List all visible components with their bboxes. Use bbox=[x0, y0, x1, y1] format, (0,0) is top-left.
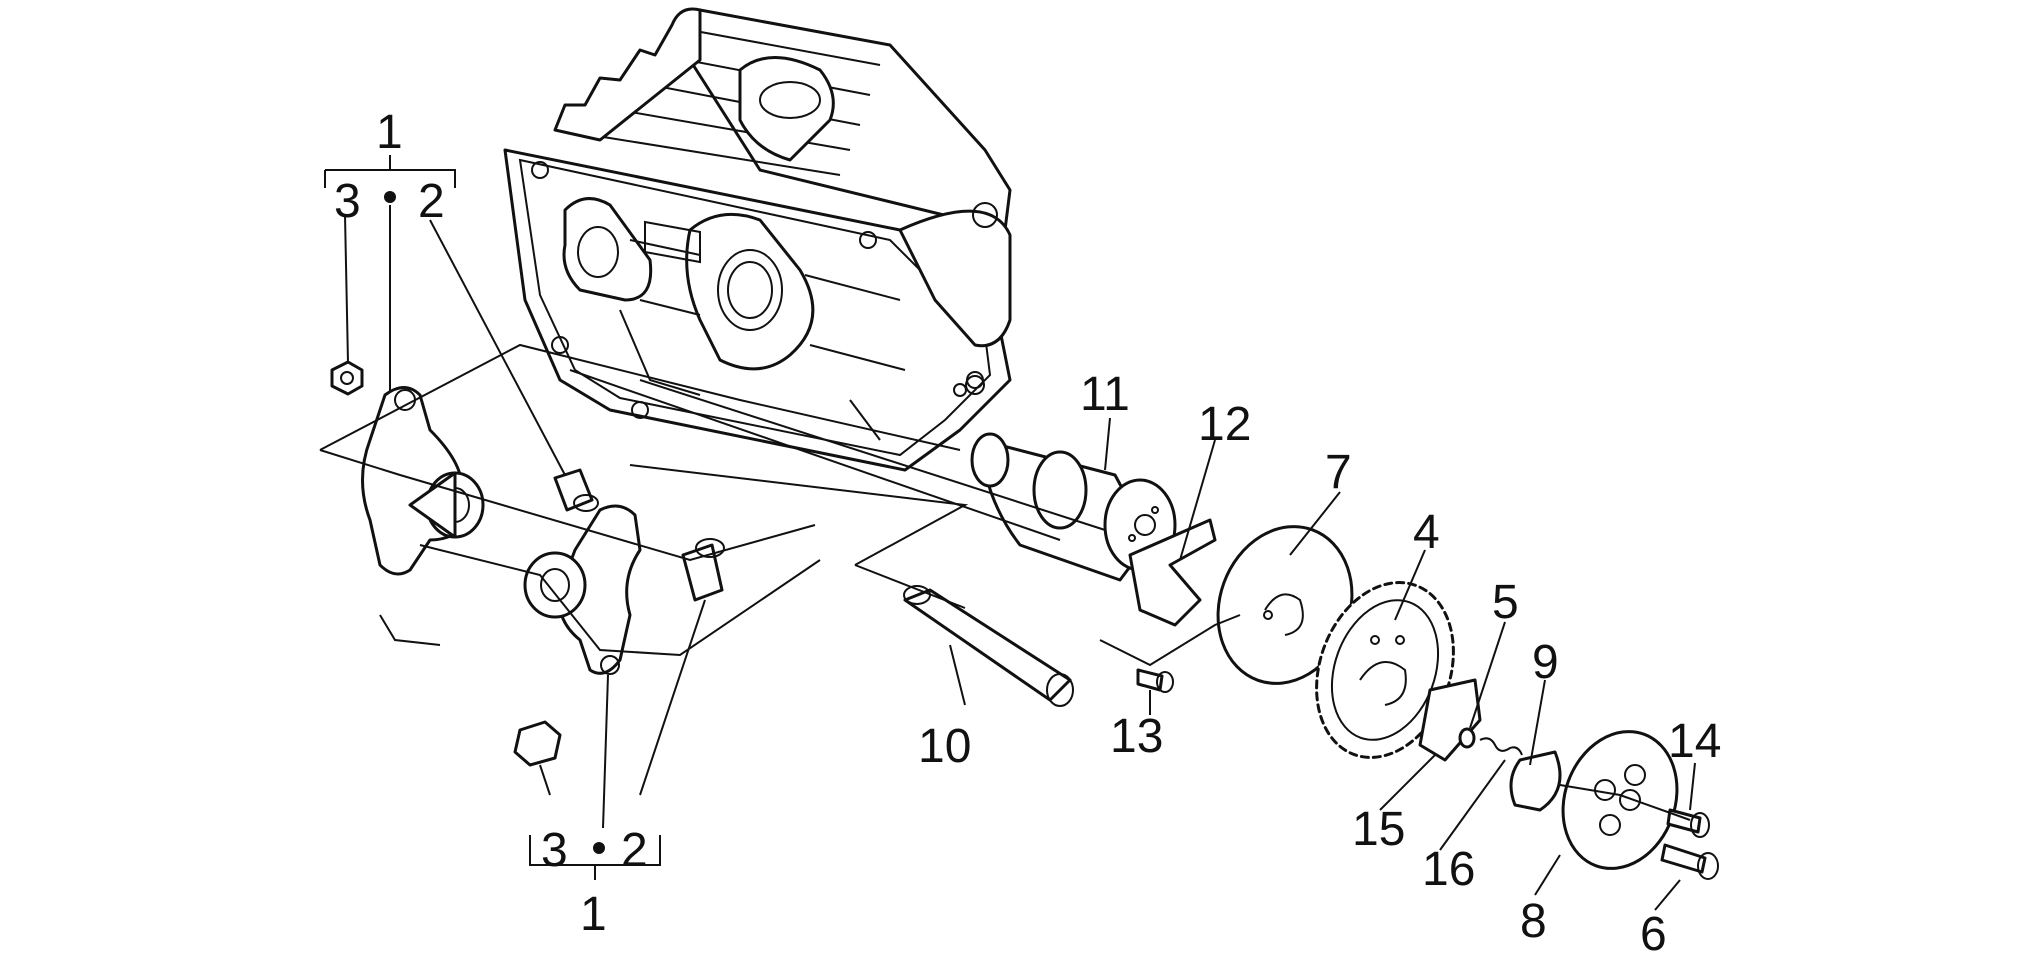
callout-10: 10 bbox=[918, 720, 971, 773]
callout-3-top: 3 bbox=[334, 175, 361, 228]
leader-lines bbox=[324, 155, 1696, 911]
nut-lower bbox=[513, 720, 562, 767]
callout-9: 9 bbox=[1532, 636, 1559, 689]
assembly-dot-bottom bbox=[593, 842, 605, 854]
retaining-plate bbox=[1128, 518, 1217, 627]
callout-14: 14 bbox=[1668, 715, 1721, 768]
callout-15: 15 bbox=[1352, 803, 1405, 856]
screw-lower bbox=[681, 538, 725, 602]
callout-4: 4 bbox=[1413, 506, 1440, 559]
callout-11: 11 bbox=[1080, 368, 1130, 421]
bolt-6 bbox=[1660, 843, 1719, 880]
callout-7: 7 bbox=[1325, 446, 1352, 499]
callout-2-bottom: 2 bbox=[621, 824, 648, 877]
callout-3-bottom: 3 bbox=[541, 824, 568, 877]
assembly-dot-top bbox=[384, 191, 396, 203]
callout-6: 6 bbox=[1640, 908, 1667, 953]
bush bbox=[1509, 750, 1562, 812]
cylinder-head bbox=[503, 7, 1012, 472]
callout-1-top: 1 bbox=[376, 106, 403, 159]
nut-upper bbox=[330, 360, 364, 396]
rocker-arm-lower bbox=[523, 504, 642, 675]
centrifugal-weight bbox=[1418, 678, 1482, 762]
bolt-13 bbox=[1136, 668, 1174, 693]
callout-2-top: 2 bbox=[418, 175, 445, 228]
spring bbox=[1458, 727, 1523, 756]
callout-5: 5 bbox=[1492, 576, 1519, 629]
callout-12: 12 bbox=[1198, 398, 1251, 451]
assembly-lines bbox=[319, 343, 1691, 821]
screw-upper bbox=[553, 468, 599, 512]
rocker-shaft bbox=[903, 585, 1074, 707]
sprocket-cover bbox=[1561, 730, 1679, 870]
callout-1-bottom: 1 bbox=[580, 888, 607, 941]
callout-13: 13 bbox=[1110, 710, 1163, 763]
callout-16: 16 bbox=[1422, 843, 1475, 896]
cam-sprocket bbox=[1315, 581, 1455, 759]
callout-8: 8 bbox=[1520, 895, 1547, 948]
callout-labels: 1 3 2 11 12 7 4 5 9 14 10 13 15 16 3 2 1… bbox=[334, 106, 1721, 953]
